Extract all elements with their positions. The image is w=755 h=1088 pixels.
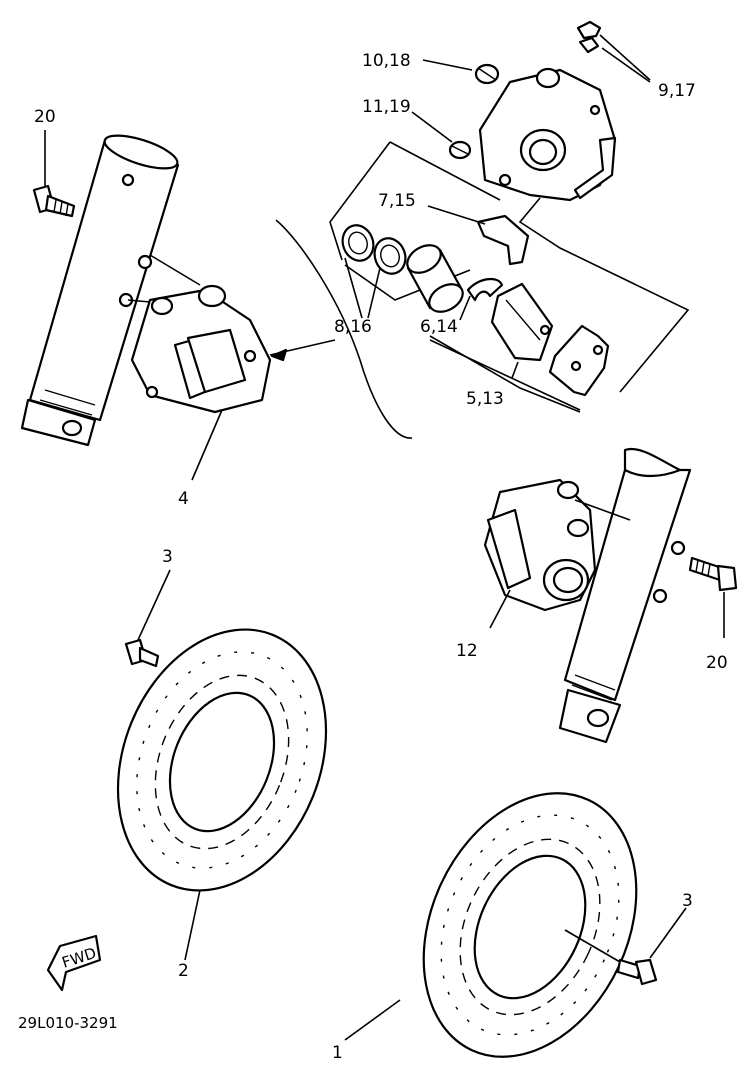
leader-4 xyxy=(191,409,223,481)
bolt-3-left xyxy=(124,569,171,668)
label-3-left: 3 xyxy=(162,547,173,567)
label-9-17: 9,17 xyxy=(658,81,696,101)
right-caliper-assembly xyxy=(483,478,631,629)
left-brake-disc xyxy=(116,628,328,961)
label-12: 12 xyxy=(456,641,478,661)
label-20-left: 20 xyxy=(34,107,56,127)
pad-support-7-15 xyxy=(427,205,530,266)
forward-arrow-icon: FWD xyxy=(46,934,102,992)
label-10-18: 10,18 xyxy=(362,51,411,71)
top-caliper-body xyxy=(478,67,617,202)
screw-9-17 xyxy=(576,20,651,83)
bleed-cap-10-18 xyxy=(422,59,500,85)
label-6-14: 6,14 xyxy=(420,317,458,337)
bleed-screw-11-19 xyxy=(411,111,472,160)
caliper-piston xyxy=(406,244,464,313)
label-7-15: 7,15 xyxy=(378,191,416,211)
label-1: 1 xyxy=(332,1043,343,1063)
left-fork-tube xyxy=(20,134,180,447)
label-3-right: 3 xyxy=(682,891,693,911)
right-brake-disc xyxy=(344,792,638,1058)
label-20-right: 20 xyxy=(706,653,728,673)
bolt-20-left xyxy=(32,130,76,218)
label-11-19: 11,19 xyxy=(362,97,411,117)
left-caliper-assembly xyxy=(127,254,336,414)
brake-pads-5-13 xyxy=(429,282,610,413)
piston-seals-8-16 xyxy=(341,224,407,319)
exploded-parts-outline xyxy=(275,141,690,439)
drawing-code: 29L010-3291 xyxy=(18,1014,118,1032)
label-2: 2 xyxy=(178,961,189,981)
label-8-16: 8,16 xyxy=(334,317,372,337)
bolt-20-right xyxy=(688,556,738,638)
label-4: 4 xyxy=(178,489,189,509)
pad-spring-6-14 xyxy=(459,277,504,321)
bolt-3-right xyxy=(616,907,687,986)
right-fork-tube xyxy=(558,447,692,744)
label-5-13: 5,13 xyxy=(466,389,504,409)
